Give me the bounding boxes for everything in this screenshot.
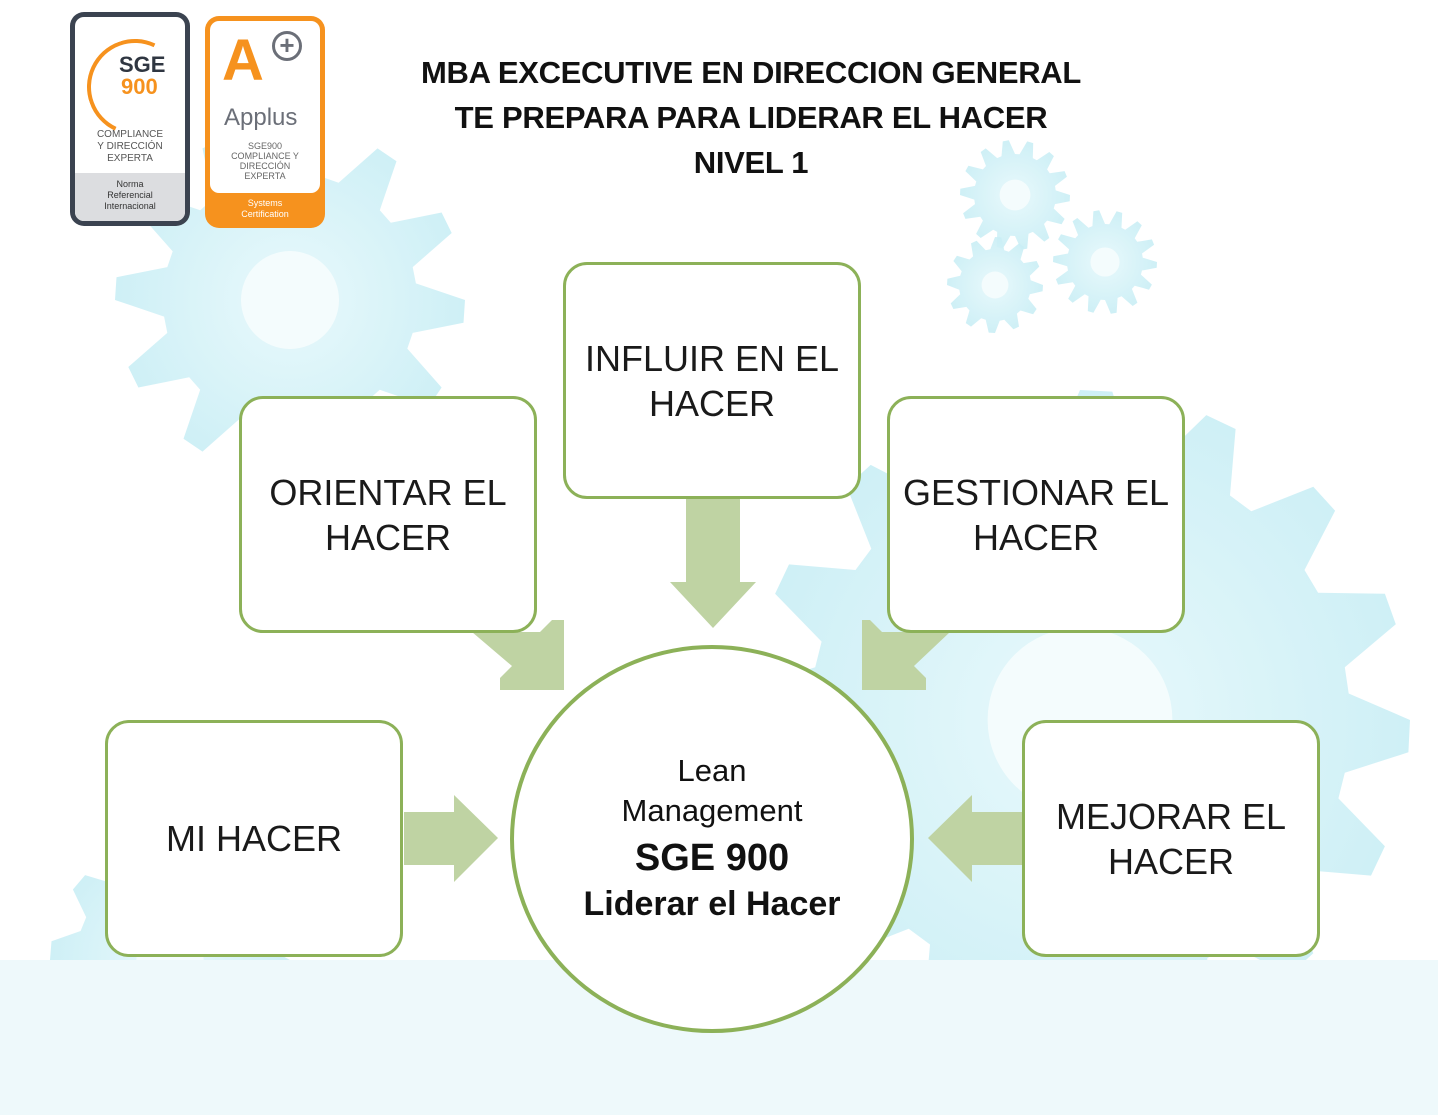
sge-line2: Y DIRECCIÓN	[97, 141, 163, 152]
title-line2: TE PREPARA PARA LIDERAR EL HACER	[454, 100, 1048, 135]
applus-word: Applus	[224, 104, 298, 131]
applus-plus-icon: +	[272, 31, 302, 61]
sge-foot1: Norma	[116, 179, 144, 189]
applus-badge: A + Applus SGE900 COMPLIANCE Y DIRECCIÓN…	[205, 16, 325, 228]
node-mejorar: MEJORAR EL HACER	[1022, 720, 1320, 957]
center-line3: SGE 900	[634, 837, 790, 879]
applus-foot2: Certification	[241, 209, 289, 219]
node-orientar: ORIENTAR EL HACER	[239, 396, 537, 633]
sge-word: SGE	[119, 52, 166, 77]
gear-hole	[981, 271, 1009, 299]
title-line3: NIVEL 1	[693, 145, 809, 180]
sge-foot2: Referencial	[107, 190, 153, 200]
arrow-down	[670, 498, 756, 628]
applus-letter: A	[222, 28, 264, 93]
node-influir-label: INFLUIR EN EL HACER	[584, 337, 840, 424]
node-mejorar-label: MEJORAR EL HACER	[1055, 795, 1287, 882]
gear-hole	[999, 179, 1031, 211]
sge-line1: COMPLIANCE	[96, 129, 164, 140]
sge900-badge: SGE 900 COMPLIANCE Y DIRECCIÓN EXPERTA N…	[70, 12, 190, 226]
gear-hole	[241, 251, 339, 349]
gear-hole	[1090, 247, 1120, 277]
node-gestionar-label: GESTIONAR EL HACER	[902, 471, 1170, 558]
applus-footer: Systems Certification	[205, 198, 325, 220]
applus-line4: EXPERTA	[244, 171, 286, 181]
arrow-down-right	[472, 620, 564, 690]
applus-line2: COMPLIANCE Y	[231, 151, 299, 161]
center-line2: Management	[621, 793, 803, 828]
applus-foot1: Systems	[247, 198, 283, 208]
arrow-right	[404, 795, 498, 882]
arrow-left	[928, 795, 1022, 882]
sge-footer: Norma Referencial Internacional	[75, 173, 185, 221]
node-mi-hacer-label: MI HACER	[165, 818, 342, 859]
sge-foot3: Internacional	[104, 201, 156, 211]
applus-line1: SGE900	[247, 141, 283, 151]
center-line4: Liderar el Hacer	[583, 885, 841, 923]
node-influir: INFLUIR EN EL HACER	[563, 262, 861, 499]
center-circle: Lean Management SGE 900 Liderar el Hacer	[510, 645, 914, 1033]
arrow-down-left	[862, 620, 950, 690]
sge-number: 900	[121, 74, 158, 99]
node-gestionar: GESTIONAR EL HACER	[887, 396, 1185, 633]
node-mi-hacer: MI HACER	[105, 720, 403, 957]
title-line1: MBA EXCECUTIVE EN DIRECCION GENERAL	[420, 55, 1082, 90]
center-line1: Lean	[677, 753, 747, 788]
applus-line3: DIRECCIÓN	[239, 161, 291, 171]
sge-line3: EXPERTA	[107, 153, 153, 164]
node-orientar-label: ORIENTAR EL HACER	[269, 471, 507, 558]
